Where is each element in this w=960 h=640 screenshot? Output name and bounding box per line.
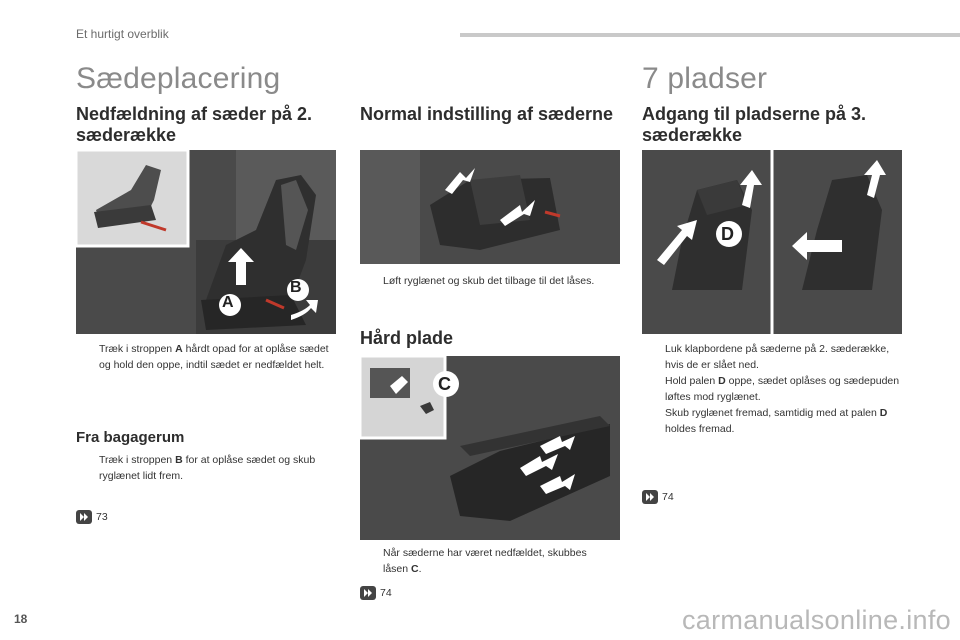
page-ref-74-b[interactable]: 74 (642, 490, 674, 504)
watermark: carmanualsonline.info (682, 605, 951, 635)
label-d: D (721, 224, 734, 244)
seat-raise-illustration (360, 150, 620, 264)
label-b: B (290, 279, 302, 296)
page-ref-74-a[interactable]: 74 (360, 586, 392, 600)
page-link-icon (76, 510, 92, 524)
photo-3rd-row-access: D (642, 150, 902, 334)
page-link-icon (360, 586, 376, 600)
section-title-left: Sædeplacering (76, 62, 281, 95)
col2-bullet: Løft ryglænet og skub det tilbage til de… (383, 275, 595, 287)
col1-bullet: Træk i stroppen A hårdt opad for at oplå… (99, 343, 329, 371)
heading-from-trunk: Fra bagagerum (76, 429, 185, 446)
photo-seat-raise (360, 150, 620, 264)
page-ref-73[interactable]: 73 (76, 510, 108, 524)
photo-hard-floor: C (360, 356, 620, 540)
third-row-illustration (642, 150, 902, 334)
col3-bullets: Luk klapbordene på sæderne på 2. sæderæk… (665, 343, 900, 435)
label-a: A (222, 294, 234, 311)
header-bar (460, 33, 960, 37)
label-c: C (438, 374, 451, 394)
header-title: Et hurtigt overblik (76, 27, 169, 41)
hard-floor-illustration (360, 356, 620, 540)
seat-fold-illustration (76, 150, 336, 334)
heading-hard-floor: Hård plade (360, 328, 454, 348)
heading-access-3rd-row: Adgang til pladserne på 3. sæderække (642, 104, 867, 145)
col2-bullet2: Når sæderne har været nedfældet, skubbes… (383, 547, 587, 575)
photo-seat-fold: A B (76, 150, 336, 334)
section-title-right: 7 pladser (642, 62, 768, 95)
page-link-icon (642, 490, 658, 504)
col1-bullet2: Træk i stroppen B for at oplåse sædet og… (99, 454, 316, 482)
page-number: 18 (14, 612, 28, 626)
heading-normal-setting: Normal indstilling af sæderne (360, 104, 614, 124)
heading-fold-2nd-row: Nedfældning af sæder på 2. sæderække (76, 104, 313, 145)
